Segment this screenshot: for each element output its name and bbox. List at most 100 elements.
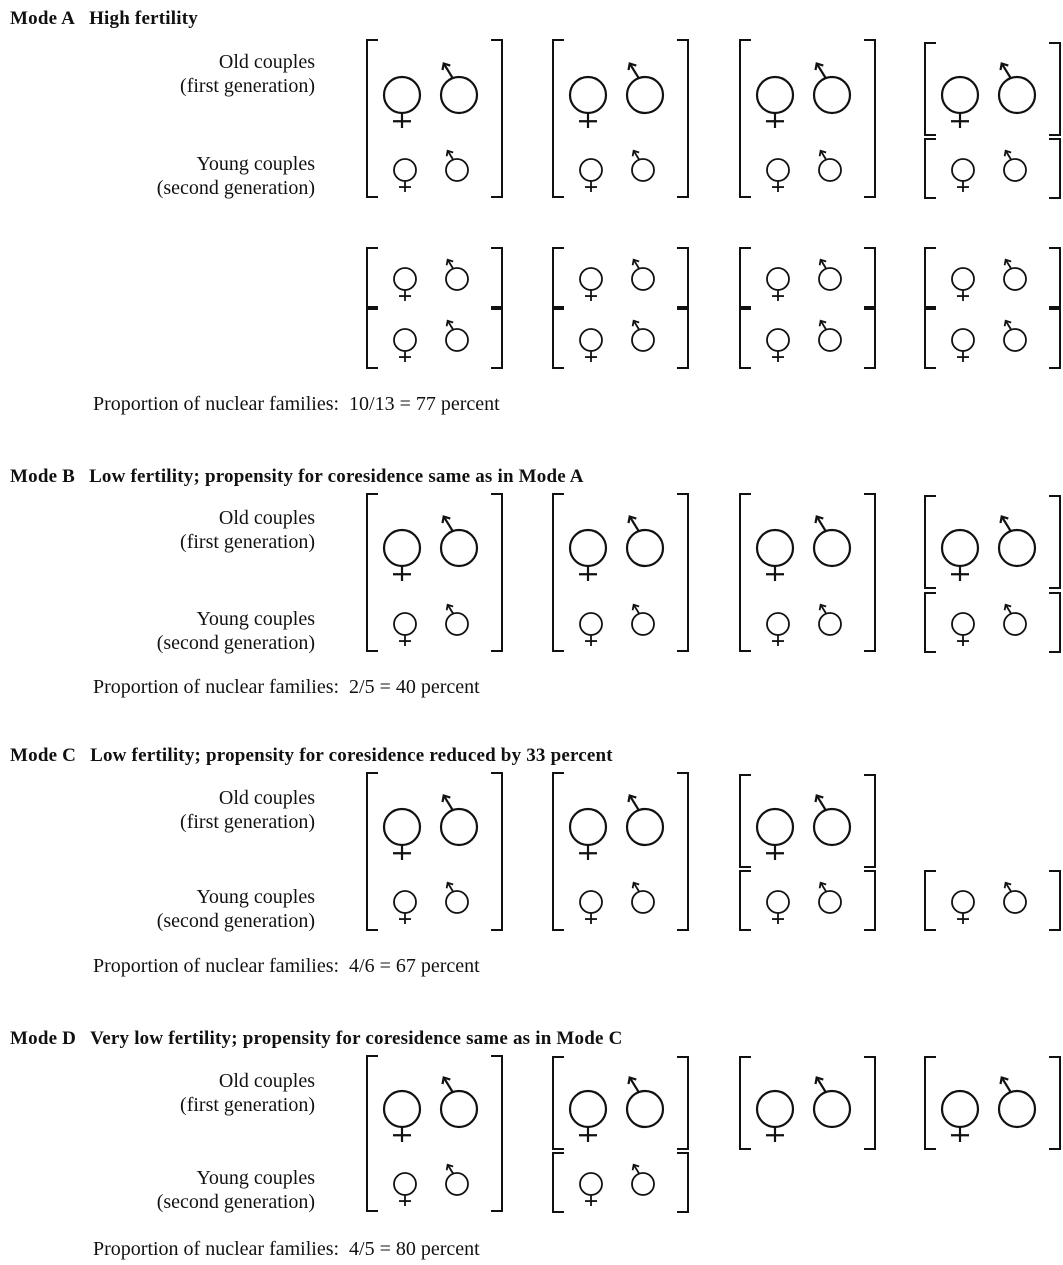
household-nuclear-young [924,138,1061,199]
male-arrow-shaft [819,882,827,893]
household-stem [552,39,689,198]
old-couples-text: Old couples [218,1070,315,1092]
male-circle [439,528,479,568]
mode-c-proportion-value: 4/6 = 67 percent [349,955,480,977]
household-nuclear-young [366,247,503,308]
male-arrow-head [1003,881,1012,889]
male-arrow-shaft [1000,62,1012,79]
young-couples-text: Young couples [196,1167,315,1189]
male-circle [445,1172,469,1196]
female-circle [940,75,980,115]
male-circle [439,807,479,847]
household-bracket-left [739,870,751,931]
male-arrow-head [1003,258,1012,266]
male-circle [631,1172,655,1196]
male-circle [625,75,665,115]
male-circle [445,267,469,291]
male-circle [812,807,852,847]
female-circle [940,1089,980,1129]
male-arrow-head [999,1076,1009,1085]
household-bracket-left [739,493,751,652]
mode-d-description: Very low fertility; propensity for cores… [90,1028,623,1049]
male-circle [445,890,469,914]
male-arrow-shaft [632,150,640,161]
mode-a-young-couples-label: Young couples (second generation) [157,152,315,200]
male-arrow-shaft [446,604,454,615]
household-bracket-right [864,774,876,868]
male-arrow-head [631,149,640,157]
male-arrow-head [1003,603,1012,611]
household-bracket-right [864,870,876,931]
proportion-prefix: Proportion of nuclear families: [93,955,340,977]
male-arrow-shaft [632,320,640,331]
mode-d-old-couples-label: Old couples (first generation) [180,1069,315,1117]
household-bracket-left [552,247,564,308]
household-bracket-left [924,495,936,589]
mode-c-id: Mode C [10,745,77,766]
male-arrow-head [814,1076,824,1085]
household-stem [552,772,689,931]
mode-a-proportion: Proportion of nuclear families: 10/13 = … [93,393,500,416]
mode-b-id: Mode B [10,466,76,487]
male-circle [997,75,1037,115]
household-bracket-right [1049,308,1061,369]
male-arrow-head [441,794,451,803]
household-nuclear-young [552,1152,689,1213]
female-circle [568,1089,608,1129]
female-circle [579,158,603,182]
male-arrow-head [814,794,824,803]
mode-d-proportion: Proportion of nuclear families: 4/5 = 80… [93,1238,480,1261]
young-couples-text: Young couples [196,886,315,908]
household-bracket-left [924,1056,936,1150]
proportion-prefix: Proportion of nuclear families: [93,676,340,698]
household-nuclear-old [552,1056,689,1150]
female-circle [755,528,795,568]
household-stem [366,772,503,931]
male-arrow-head [818,881,827,889]
male-arrow-shaft [815,515,827,532]
mode-b-proportion: Proportion of nuclear families: 2/5 = 40… [93,676,480,699]
female-circle [382,528,422,568]
male-arrow-shaft [446,150,454,161]
first-generation-text: (first generation) [180,811,315,833]
female-circle [579,612,603,636]
household-bracket-right [1049,495,1061,589]
male-arrow-head [814,62,824,71]
male-circle [812,1089,852,1129]
male-arrow-head [999,515,1009,524]
household-bracket-left [924,42,936,136]
household-bracket-right [864,39,876,198]
female-circle [568,75,608,115]
household-bracket-left [924,247,936,308]
male-circle [445,612,469,636]
household-bracket-right [491,1055,503,1212]
male-arrow-head [818,319,827,327]
female-circle [579,328,603,352]
household-nuclear-young [924,870,1061,931]
male-circle [445,328,469,352]
mode-b-old-couples-label: Old couples (first generation) [180,506,315,554]
household-bracket-right [1049,870,1061,931]
household-nuclear-old [924,495,1061,589]
household-bracket-left [739,247,751,308]
household-stem [366,493,503,652]
male-arrow-shaft [1004,259,1012,270]
female-circle [766,267,790,291]
household-bracket-left [739,308,751,369]
female-circle [568,528,608,568]
male-arrow-shaft [1000,515,1012,532]
male-arrow-head [814,515,824,524]
household-bracket-right [677,772,689,931]
mode-b-description: Low fertility; propensity for coresidenc… [89,466,584,487]
male-arrow-head [441,62,451,71]
mode-c-young-couples-label: Young couples (second generation) [157,885,315,933]
male-arrow-shaft [442,1076,454,1093]
household-bracket-left [924,592,936,653]
household-nuclear-young [924,308,1061,369]
household-stem [366,39,503,198]
household-bracket-right [1049,247,1061,308]
male-circle [439,75,479,115]
